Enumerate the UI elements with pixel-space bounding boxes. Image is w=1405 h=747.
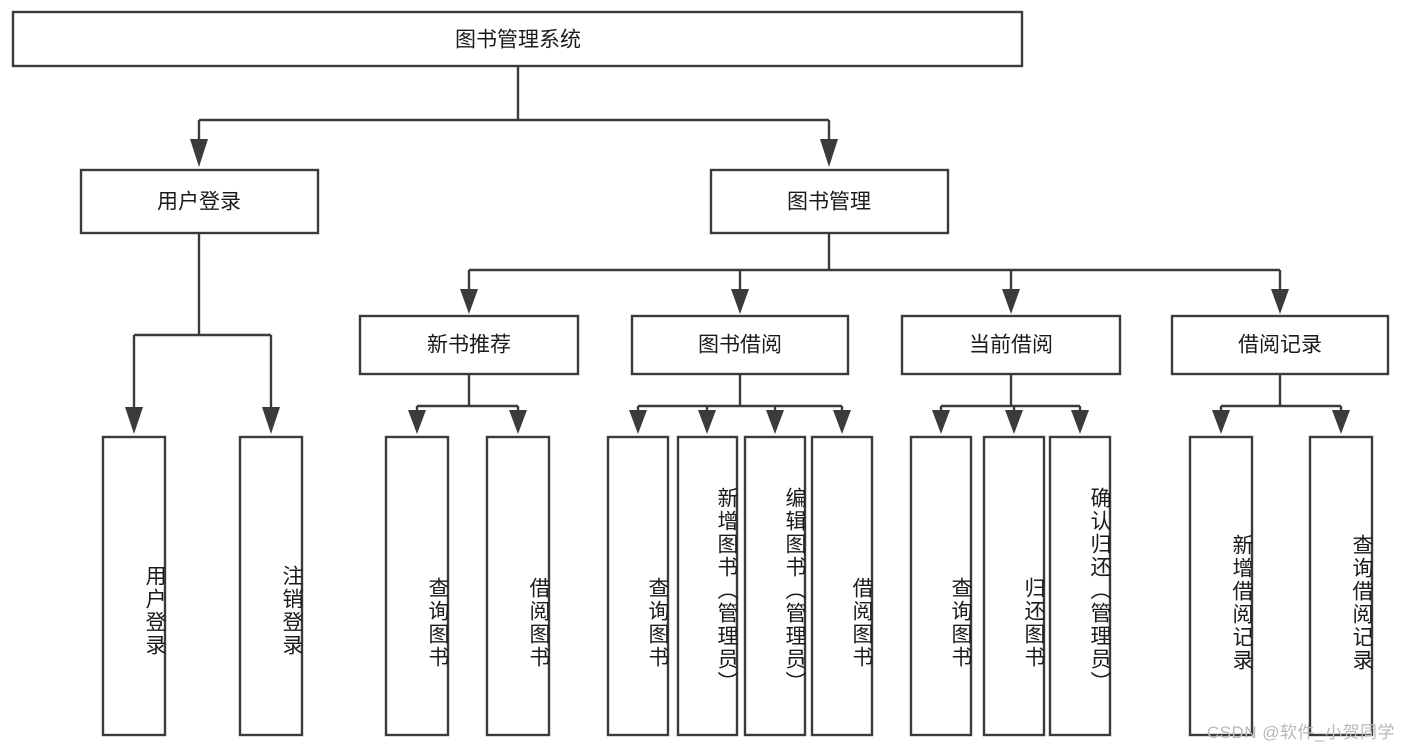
arrow-head-icon bbox=[1005, 410, 1023, 434]
arrow-head-icon bbox=[731, 289, 749, 314]
node-root-label: 图书管理系统 bbox=[455, 29, 581, 52]
node-leaf-box-11[interactable] bbox=[1188, 435, 1254, 737]
node-level3-label-0: 新书推荐 bbox=[427, 334, 511, 357]
node-leaf-box-10[interactable] bbox=[1048, 435, 1112, 737]
watermark-text: CSDN @软件_小贺同学 bbox=[1206, 723, 1395, 742]
node-leaf-box-8[interactable] bbox=[909, 435, 973, 737]
arrow-head-icon bbox=[833, 410, 851, 434]
node-level3-label-2: 当前借阅 bbox=[969, 334, 1053, 357]
node-level3-box-0[interactable] bbox=[358, 314, 580, 376]
node-leaf-box-6[interactable] bbox=[743, 435, 807, 737]
connector-group-current-borrow bbox=[932, 374, 1089, 434]
arrow-head-icon bbox=[629, 410, 647, 434]
node-level3-label-3: 借阅记录 bbox=[1238, 334, 1322, 357]
node-leaf-box-7[interactable] bbox=[810, 435, 874, 737]
arrow-head-icon bbox=[766, 410, 784, 434]
node-leaf-box-0[interactable] bbox=[101, 435, 167, 737]
node-level3-box-2[interactable] bbox=[900, 314, 1122, 376]
node-leaf-box-3[interactable] bbox=[485, 435, 551, 737]
connector-group-new-book bbox=[408, 374, 527, 434]
connector-group-user-login bbox=[125, 233, 280, 434]
node-level2-label-0: 用户登录 bbox=[157, 191, 241, 214]
arrow-head-icon bbox=[460, 289, 478, 314]
arrow-head-icon bbox=[1271, 289, 1289, 314]
node-level2-label-1: 图书管理 bbox=[787, 191, 871, 214]
node-level2-box-1[interactable] bbox=[709, 168, 950, 235]
arrow-head-icon bbox=[1212, 410, 1230, 434]
arrow-head-icon bbox=[125, 407, 143, 434]
arrow-head-icon bbox=[820, 139, 838, 167]
node-leaf-box-4[interactable] bbox=[606, 435, 670, 737]
node-leaf-box-2[interactable] bbox=[384, 435, 450, 737]
arrow-head-icon bbox=[698, 410, 716, 434]
connector-group-book-mgmt bbox=[460, 233, 1289, 314]
node-leaf-box-12[interactable] bbox=[1308, 435, 1374, 737]
connector-group-borrow-record bbox=[1212, 374, 1350, 434]
arrow-head-icon bbox=[1071, 410, 1089, 434]
node-level3-label-1: 图书借阅 bbox=[698, 334, 782, 357]
arrow-head-icon bbox=[408, 410, 426, 434]
node-leaf-box-1[interactable] bbox=[238, 435, 304, 737]
node-leaf-box-5[interactable] bbox=[676, 435, 739, 737]
node-level2-box-0[interactable] bbox=[79, 168, 320, 235]
node-leaf-box-9[interactable] bbox=[982, 435, 1046, 737]
node-level3-box-3[interactable] bbox=[1170, 314, 1390, 376]
arrow-head-icon bbox=[932, 410, 950, 434]
arrow-head-icon bbox=[1332, 410, 1350, 434]
connector-group-root bbox=[190, 66, 838, 167]
arrow-head-icon bbox=[262, 407, 280, 434]
arrow-head-icon bbox=[190, 139, 208, 167]
arrow-head-icon bbox=[509, 410, 527, 434]
arrow-head-icon bbox=[1002, 289, 1020, 314]
node-root-box[interactable] bbox=[11, 10, 1024, 68]
connector-group-book-borrow bbox=[629, 374, 851, 434]
node-level3-box-1[interactable] bbox=[630, 314, 850, 376]
